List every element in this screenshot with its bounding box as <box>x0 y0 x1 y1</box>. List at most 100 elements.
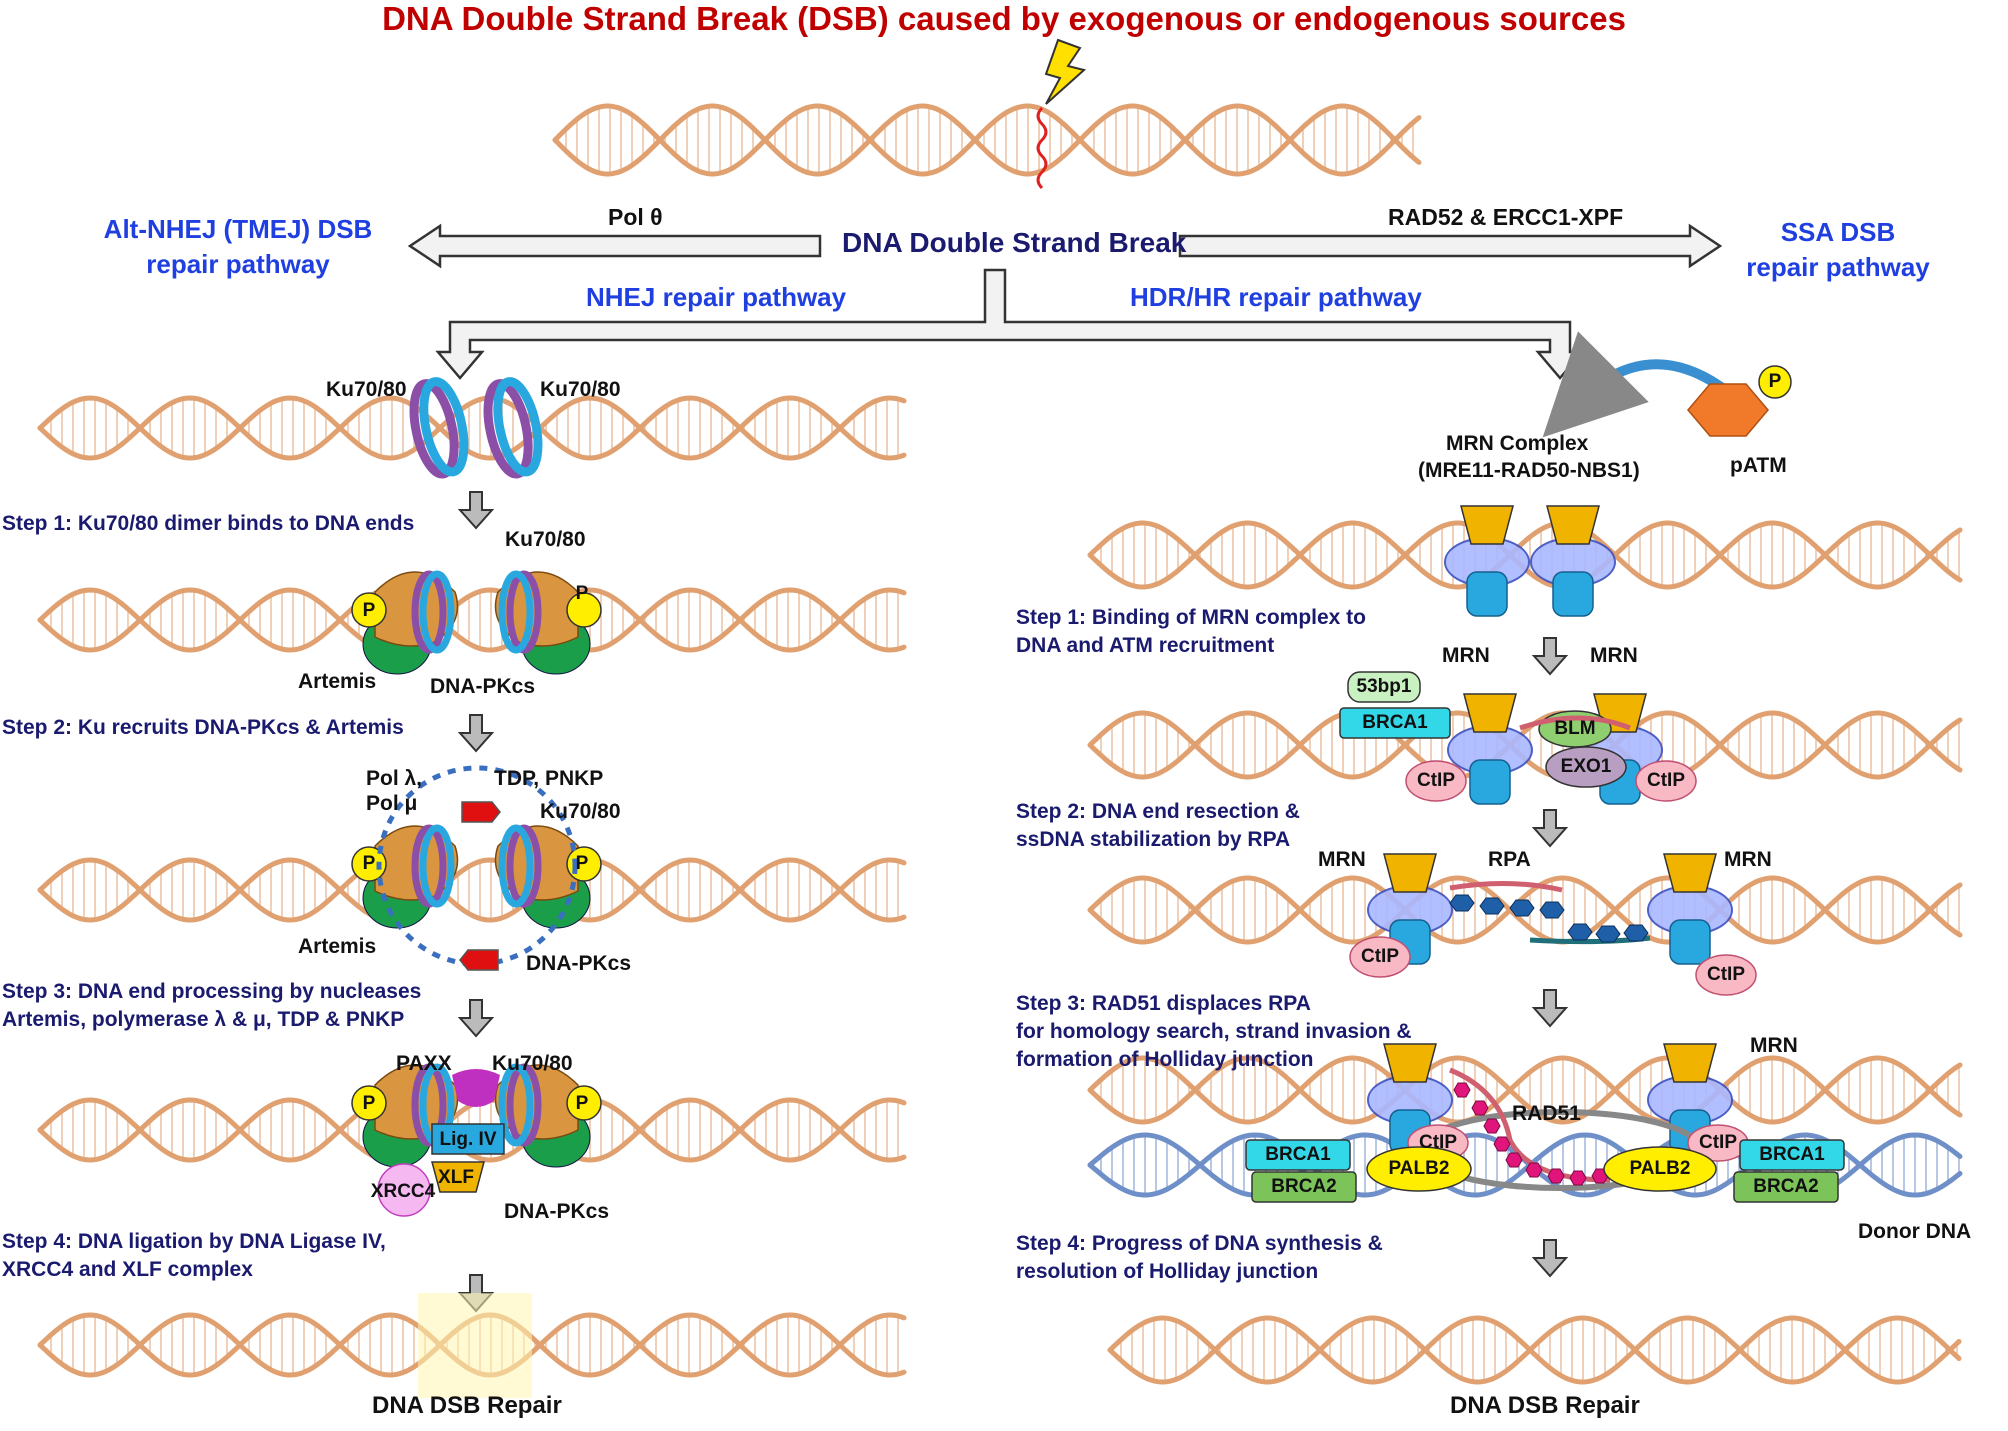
dna-helix-nhej-1 <box>37 395 907 461</box>
rad51-hexagon <box>1569 1170 1587 1186</box>
nbs1-shape <box>1669 919 1711 965</box>
patm-hexagon <box>1687 383 1769 437</box>
ssdna-strand <box>1519 715 1631 731</box>
brca1-label: BRCA1 <box>1265 1144 1331 1165</box>
mrn-complex-line2: (MRE11-RAD50-NBS1) <box>1418 459 1640 482</box>
ctip-shape <box>1635 760 1697 802</box>
ctip-shape <box>1695 954 1757 996</box>
dna-pkcs-complex <box>494 570 602 675</box>
nhej-step2: Step 2: Ku recruits DNA-PKcs & Artemis <box>2 716 404 739</box>
phospho-circle <box>351 1085 387 1121</box>
brca1-label: BRCA1 <box>1759 1144 1825 1165</box>
p-label: P <box>575 1093 589 1114</box>
mrn-label: MRN <box>1442 644 1490 667</box>
xlf-shape <box>431 1161 485 1193</box>
ku80-ring <box>493 377 543 477</box>
ssa-pathway-line1: SSA DSB <box>1780 217 1896 247</box>
p-label: P <box>575 853 589 874</box>
mrn-complex <box>1447 693 1533 805</box>
phospho-circle <box>1758 365 1792 399</box>
rpa-hexagon <box>1623 924 1649 942</box>
processing-circle <box>376 765 578 967</box>
pathway-arrows <box>407 223 1723 380</box>
nhej-step4-line1: Step 4: DNA ligation by DNA Ligase IV, <box>2 1230 386 1253</box>
hr-step3-line2: for homology search, strand invasion & <box>1016 1020 1412 1043</box>
paxx-shape <box>452 1069 500 1107</box>
dna-strand <box>1087 1055 1963 1125</box>
xrcc4-shape <box>377 1163 431 1217</box>
alt-nhej-pathway-line1: Alt-NHEJ (TMEJ) DSB <box>103 214 373 244</box>
brca2-shape <box>1251 1171 1357 1203</box>
invading-strand <box>1449 1067 1611 1183</box>
p53bp1-shape <box>1347 671 1421 703</box>
mrn-complex <box>1530 505 1616 617</box>
ssdna-strand <box>1449 880 1563 893</box>
palb2-label: PALB2 <box>1388 1158 1450 1179</box>
dna-pkcs-complex <box>494 1063 602 1168</box>
artemis-label: Artemis <box>298 670 377 693</box>
nhej-pathway-label: NHEJ repair pathway <box>586 282 847 312</box>
alt-nhej-pathway-line2: repair pathway <box>146 249 330 279</box>
repair-highlight <box>418 1293 532 1398</box>
dna-strand <box>1087 875 1963 945</box>
phospho-circle <box>351 592 387 628</box>
brca2-shape <box>1733 1171 1839 1203</box>
nhej-step4-line2: XRCC4 and XLF complex <box>2 1258 253 1281</box>
palb2-shape <box>1603 1146 1717 1192</box>
ligiv-label: Lig. IV <box>439 1129 497 1150</box>
dna-strand <box>1087 1055 1963 1125</box>
ku-ring-purple <box>411 1063 447 1147</box>
p-label: P <box>1768 371 1782 392</box>
mre11-shape <box>1546 505 1600 545</box>
blm-label: BLM <box>1554 718 1596 739</box>
nhej-step3-line1: Step 3: DNA end processing by nucleases <box>2 980 422 1003</box>
pol-theta-label: Pol θ <box>608 204 663 230</box>
rad51-hexagon <box>1493 1136 1511 1152</box>
mre11-shape <box>1460 505 1514 545</box>
rpa-hexagon <box>1539 901 1565 919</box>
mrn-label: MRN <box>1750 1034 1798 1057</box>
dna-strand <box>37 395 907 461</box>
rad51-hexagon <box>1525 1162 1543 1178</box>
rad51-hexagon <box>1471 1100 1489 1116</box>
rpa-hexagon <box>1567 923 1593 941</box>
mrn-complex <box>1647 853 1733 965</box>
ku-ring-purple <box>506 824 542 908</box>
ku70-80-ring <box>409 377 469 479</box>
paxx-label: PAXX <box>396 1052 452 1075</box>
donor-dna-label: Donor DNA <box>1858 1220 1972 1243</box>
mrn-complex <box>1444 505 1530 617</box>
dna-helix-hr-2 <box>1087 710 1963 780</box>
ctip-shape <box>1349 936 1411 978</box>
ku-ring-blue <box>419 824 455 908</box>
rad52-label: RAD52 & ERCC1-XPF <box>1388 204 1624 230</box>
ctip-label: CtIP <box>1361 946 1399 967</box>
dna-strand <box>1087 520 1963 590</box>
ku-label: Ku70/80 <box>492 1052 573 1075</box>
ku70-80-ring <box>483 377 543 479</box>
ku-label: Ku70/80 <box>540 800 621 823</box>
ku-ring-purple <box>506 1063 542 1147</box>
nhej-proteins <box>351 377 602 1217</box>
exo1-label: EXO1 <box>1560 756 1612 777</box>
mrn-label: MRN <box>1318 848 1366 871</box>
hr-pathway-label: HDR/HR repair pathway <box>1130 282 1422 312</box>
mrn-complex-line1: MRN Complex <box>1446 432 1589 455</box>
ku70-ring <box>483 379 533 479</box>
dnapkcs-label: DNA-PKcs <box>430 675 536 698</box>
mre11-shape <box>1383 1043 1437 1083</box>
ku-ring-blue <box>498 824 534 908</box>
ku-ring-purple <box>506 570 542 654</box>
dna-strand <box>37 857 907 923</box>
ku-ring-purple <box>411 570 447 654</box>
rpa-label: RPA <box>1488 848 1531 871</box>
phospho-circle <box>566 592 602 628</box>
brca1-shape <box>1245 1139 1351 1171</box>
ctip-label: CtIP <box>1419 1132 1457 1153</box>
dna-helix-top <box>552 103 1422 177</box>
hr-step3-line3: formation of Holliday junction <box>1016 1048 1314 1071</box>
hr-step1-line1: Step 1: Binding of MRN complex to <box>1016 606 1366 629</box>
palb2-label: PALB2 <box>1629 1158 1691 1179</box>
brca1-shape <box>1339 707 1451 739</box>
rad51-label: RAD51 <box>1512 1102 1581 1125</box>
